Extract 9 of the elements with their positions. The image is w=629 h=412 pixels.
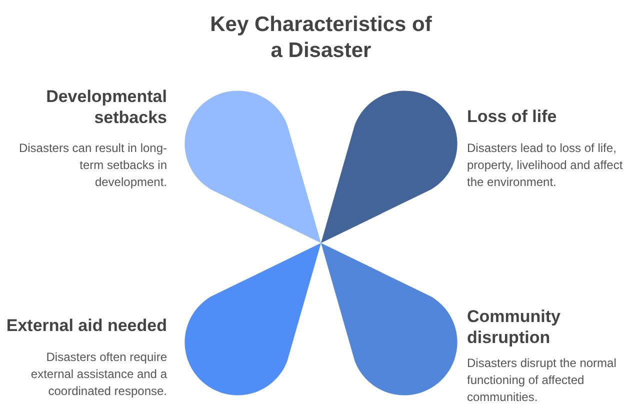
- description: Disasters often require external assistance and a coordinated response.: [30, 349, 167, 400]
- description: Disasters can result in long-term setbacks in development.: [18, 140, 167, 191]
- description: Disasters disrupt the normal functioning of affected communities.: [467, 355, 618, 406]
- heading: Developmental setbacks: [45, 86, 167, 128]
- title: Key Characteristics of a Disaster: [209, 12, 433, 64]
- heading: Loss of life: [467, 106, 558, 127]
- description: Disasters lead to loss of life, property, livelihood and affect the environment.: [467, 140, 624, 191]
- heading: External aid needed: [5, 315, 167, 336]
- heading: Community disruption: [467, 306, 562, 348]
